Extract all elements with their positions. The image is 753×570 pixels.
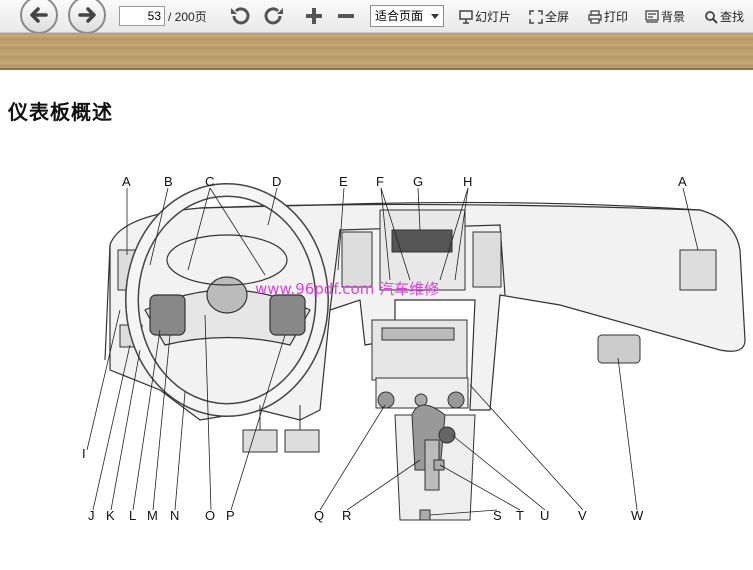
label-d: D [272,174,281,189]
label-s: S [493,508,502,523]
printer-icon [588,9,602,24]
rotate-ccw-icon[interactable] [228,4,252,28]
arrow-left-icon [30,7,48,23]
label-m: M [147,508,158,523]
back-button[interactable] [20,0,58,34]
label-o: O [205,508,215,523]
fullscreen-icon [529,9,543,24]
label-h: H [463,174,472,189]
label-e: E [339,174,348,189]
label-k: K [106,508,115,523]
bottom-labels: I J K L M N O P Q R S T U V W [82,446,644,523]
background-button[interactable]: 背景 [645,8,685,25]
label-n: N [170,508,179,523]
forward-button[interactable] [68,0,106,34]
label-f: F [376,174,384,189]
projector-icon [459,9,473,24]
label-g: G [413,174,423,189]
label-b: B [164,174,173,189]
zoom-in-icon[interactable] [302,4,326,28]
label-l: L [129,508,136,523]
steering-wheel [125,183,329,417]
label-q: Q [314,508,324,523]
center-stack [341,209,502,409]
toolbar-wood-strip [0,33,753,70]
label-i: I [82,446,86,461]
top-labels: A B C D E F G H A [122,174,687,189]
label-u: U [540,508,549,523]
rotate-cw-icon[interactable] [262,4,286,28]
page-total-label: / 200页 [168,10,207,24]
label-a-right: A [678,174,687,189]
pedals [242,405,320,453]
leader-lines [86,187,699,516]
gear-shifter [394,404,476,521]
page-number-input[interactable]: 53 [119,6,165,26]
dashboard-diagram: www.96pdf.com 汽车维修 A B C D E F G H A I J… [82,174,746,523]
slideshow-button[interactable]: 幻灯片 [459,8,511,25]
label-p: P [226,508,235,523]
label-r: R [342,508,351,523]
print-button[interactable]: 打印 [588,8,628,25]
arrow-right-icon [78,7,96,23]
zoom-out-icon[interactable] [334,4,358,28]
viewer-toolbar: 53 / 200页 适合页面 幻灯片 全屏 打印 背景 查找 [0,0,753,34]
chevron-down-icon [431,14,439,19]
right-vent-glovebox [597,249,717,364]
label-w: W [631,508,644,523]
fullscreen-button[interactable]: 全屏 [529,8,569,25]
search-icon [705,10,718,24]
dashboard-outline [104,201,746,421]
page-title: 仪表板概述 [8,100,113,124]
watermark-text: www.96pdf.com 汽车维修 [255,280,439,298]
label-v: V [578,508,587,523]
label-a-left: A [122,174,131,189]
find-button[interactable]: 查找 [704,8,744,25]
label-c: C [205,174,214,189]
background-icon [645,9,659,23]
fit-mode-select[interactable]: 适合页面 [370,5,444,27]
label-t: T [516,508,524,523]
label-j: J [88,508,95,523]
